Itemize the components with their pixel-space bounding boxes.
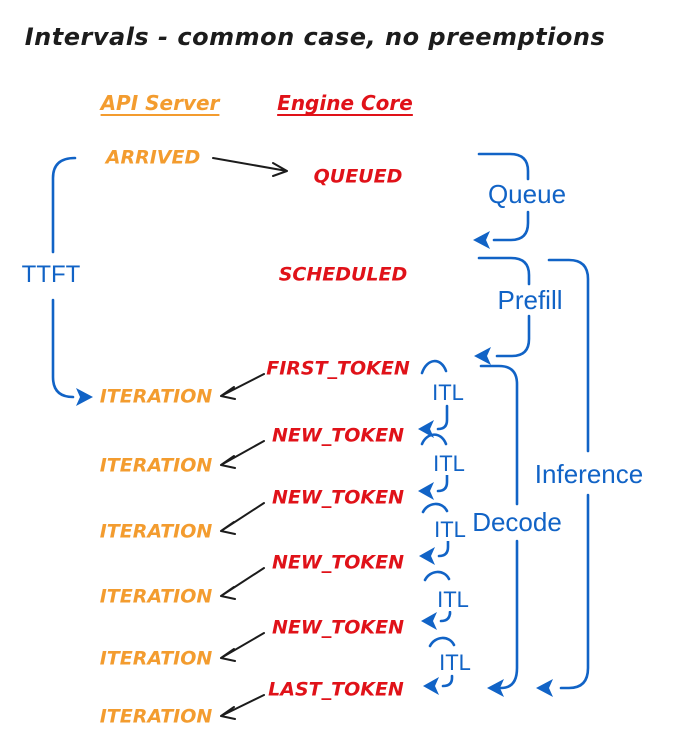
prefill-bracket-bottom — [495, 314, 531, 358]
itl-curl-4 — [423, 570, 451, 582]
ttft-arrowhead-icon — [76, 388, 93, 406]
inference-arrowhead-icon — [536, 679, 553, 697]
interval-label-itl-2: ITL — [430, 453, 468, 475]
event-iteration-6: ITERATION — [99, 705, 213, 728]
itl-curl-5 — [428, 636, 456, 648]
itl-return-3 — [437, 532, 450, 558]
arrow-new-token-2-to-iteration-3 — [220, 502, 265, 535]
event-new-token-4: NEW_TOKEN — [271, 616, 405, 639]
arrow-new-token-1-to-iteration-2 — [220, 440, 265, 469]
inference-bracket-bottom — [559, 493, 590, 690]
decode-bracket-top — [479, 364, 519, 506]
event-iteration-4: ITERATION — [99, 585, 213, 608]
event-iteration-1: ITERATION — [99, 385, 213, 408]
decode-bracket-bottom — [499, 539, 519, 690]
interval-label-itl-3: ITL — [431, 519, 469, 541]
column-header-api-server: API Server — [100, 91, 220, 115]
column-header-engine-core: Engine Core — [277, 91, 413, 115]
event-last-token: LAST_TOKEN — [268, 678, 404, 701]
event-new-token-3: NEW_TOKEN — [271, 551, 405, 574]
itl-arrowhead-4-icon — [421, 612, 437, 630]
event-new-token-1: NEW_TOKEN — [271, 424, 405, 447]
event-queued: QUEUED — [313, 165, 403, 188]
interval-label-itl-5: ITL — [436, 652, 474, 674]
arrow-first-token-to-iteration-1 — [220, 373, 265, 400]
queue-bracket-top — [477, 152, 530, 181]
ttft-bracket-top — [51, 156, 77, 254]
queue-arrowhead-icon — [473, 231, 490, 249]
decode-arrowhead-icon — [487, 679, 504, 697]
ttft-bracket-bottom — [51, 298, 75, 399]
interval-label-ttft: TTFT — [18, 263, 84, 287]
itl-curl-2 — [420, 433, 448, 446]
interval-label-itl-1: ITL — [429, 382, 467, 404]
itl-arrowhead-1-icon — [418, 420, 434, 438]
event-iteration-2: ITERATION — [99, 454, 213, 477]
interval-label-inference: Inference — [531, 461, 647, 487]
event-scheduled: SCHEDULED — [278, 263, 408, 286]
interval-label-prefill: Prefill — [494, 287, 566, 313]
event-iteration-3: ITERATION — [99, 520, 213, 543]
event-arrived: ARRIVED — [105, 146, 201, 169]
arrow-last-token-to-iteration-6 — [220, 694, 265, 720]
arrow-arrived-to-queued — [212, 157, 288, 177]
prefill-bracket-top — [477, 256, 531, 286]
itl-arrowhead-3-icon — [419, 547, 435, 565]
itl-curl-3 — [421, 502, 449, 514]
itl-return-2 — [436, 466, 449, 493]
inference-bracket-top — [547, 258, 590, 453]
interval-label-decode: Decode — [469, 509, 565, 535]
itl-curl-1 — [420, 359, 448, 375]
queue-bracket-bottom — [492, 210, 530, 242]
itl-arrowhead-5-icon — [423, 677, 439, 695]
itl-return-4 — [439, 610, 452, 623]
itl-arrowhead-2-icon — [418, 482, 434, 500]
diagram-title: Intervals - common case, no preemptions — [24, 23, 606, 51]
arrow-new-token-4-to-iteration-5 — [220, 632, 265, 662]
interval-label-queue: Queue — [484, 181, 570, 207]
event-first-token: FIRST_TOKEN — [266, 357, 410, 380]
event-iteration-5: ITERATION — [99, 647, 213, 670]
itl-return-5 — [441, 674, 454, 688]
event-new-token-2: NEW_TOKEN — [271, 486, 405, 509]
arrow-new-token-3-to-iteration-4 — [220, 567, 265, 600]
interval-label-itl-4: ITL — [434, 589, 472, 611]
itl-return-1 — [436, 404, 449, 431]
prefill-arrowhead-icon — [474, 347, 491, 365]
